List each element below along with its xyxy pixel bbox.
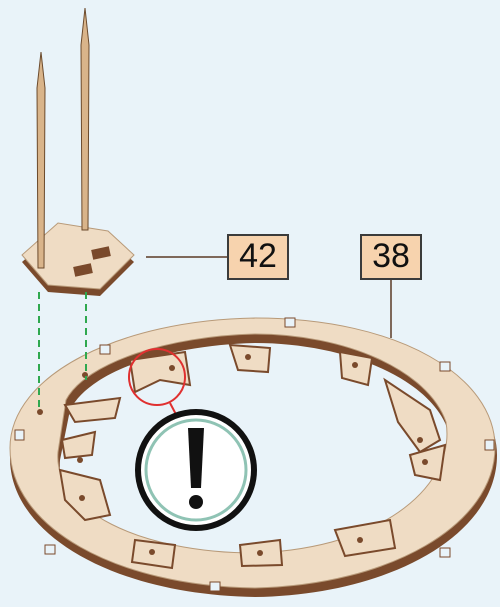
part-number-label-38: 38 xyxy=(360,234,422,280)
pin-left xyxy=(37,52,45,268)
part-number-label-42: 42 xyxy=(227,234,289,280)
pin-right xyxy=(81,8,89,230)
exclamation-icon xyxy=(138,412,254,528)
